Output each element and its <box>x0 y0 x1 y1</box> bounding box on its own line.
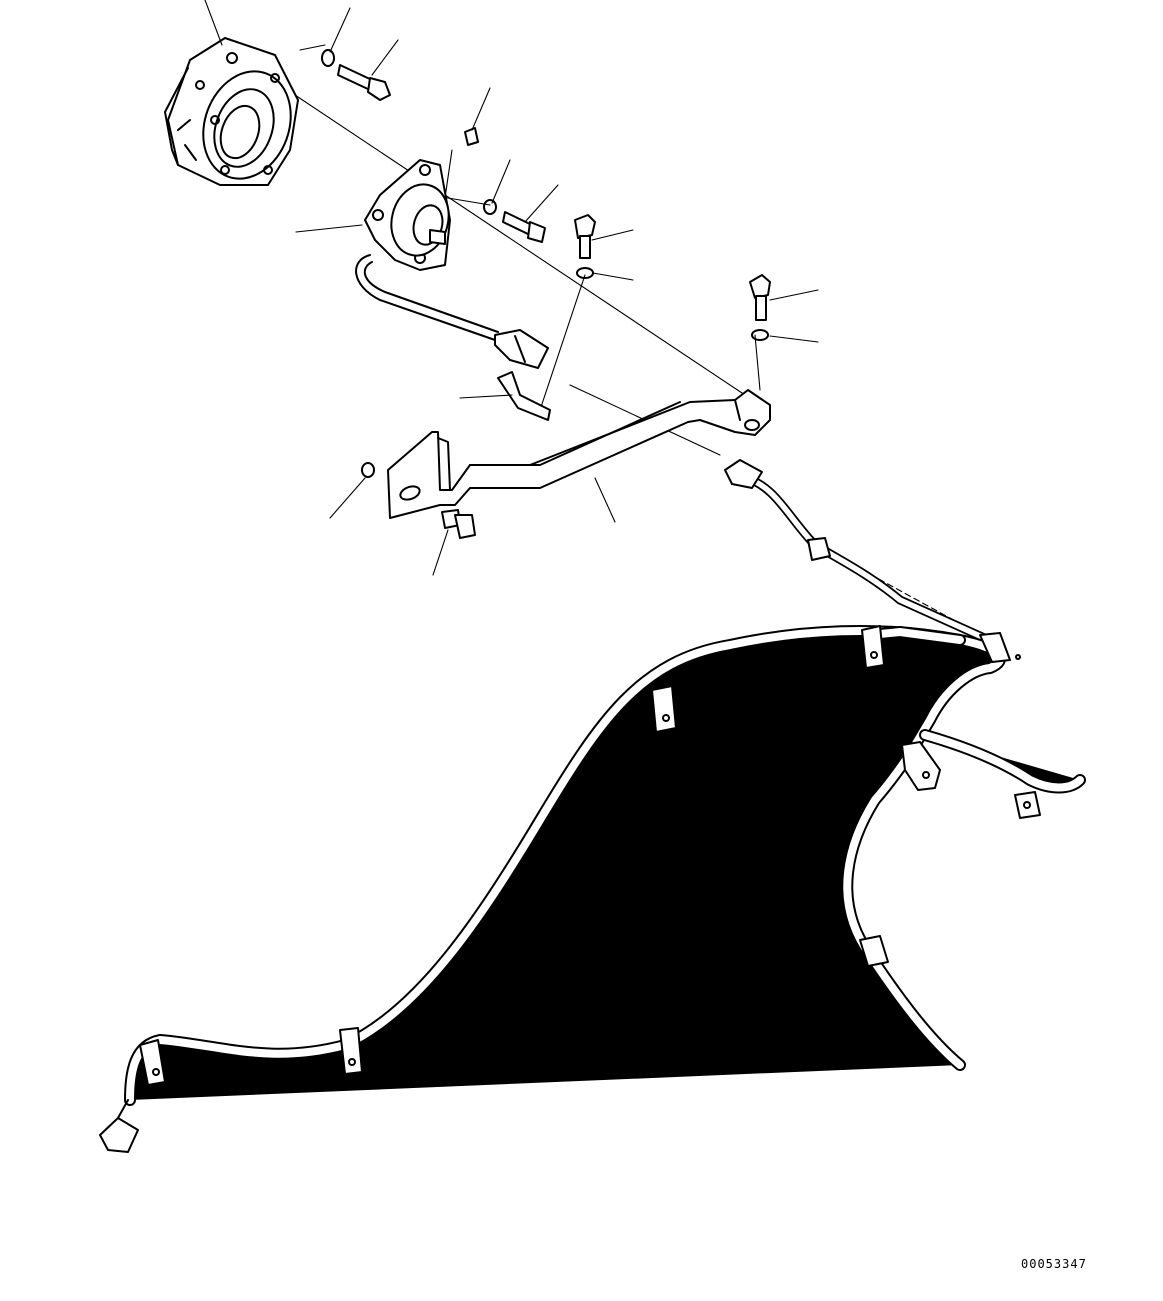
washer-icon <box>483 199 497 215</box>
flange-housing <box>164 37 299 186</box>
drawing-number: 00053347 <box>1021 1257 1087 1271</box>
sensor-harness <box>724 459 1005 650</box>
bolt-icon <box>749 274 771 299</box>
fasteners <box>321 49 771 539</box>
washer-icon <box>321 49 335 67</box>
clip-icon <box>497 371 551 421</box>
sensor-bracket <box>387 389 771 519</box>
alignment-lines <box>264 44 991 641</box>
harness-label-japanese: メインハーネス <box>567 906 715 928</box>
washer-icon <box>361 462 375 478</box>
pin-icon <box>464 127 479 146</box>
harness-clamps <box>139 625 1041 1086</box>
main-harness <box>99 625 1080 1153</box>
speed-sensor <box>355 159 549 369</box>
washer-icon <box>751 329 769 341</box>
bolt-icon <box>574 214 596 239</box>
bolt-icon <box>502 211 533 236</box>
harness-label-english: Main Harness <box>556 926 718 948</box>
bolt-icon <box>337 64 373 91</box>
